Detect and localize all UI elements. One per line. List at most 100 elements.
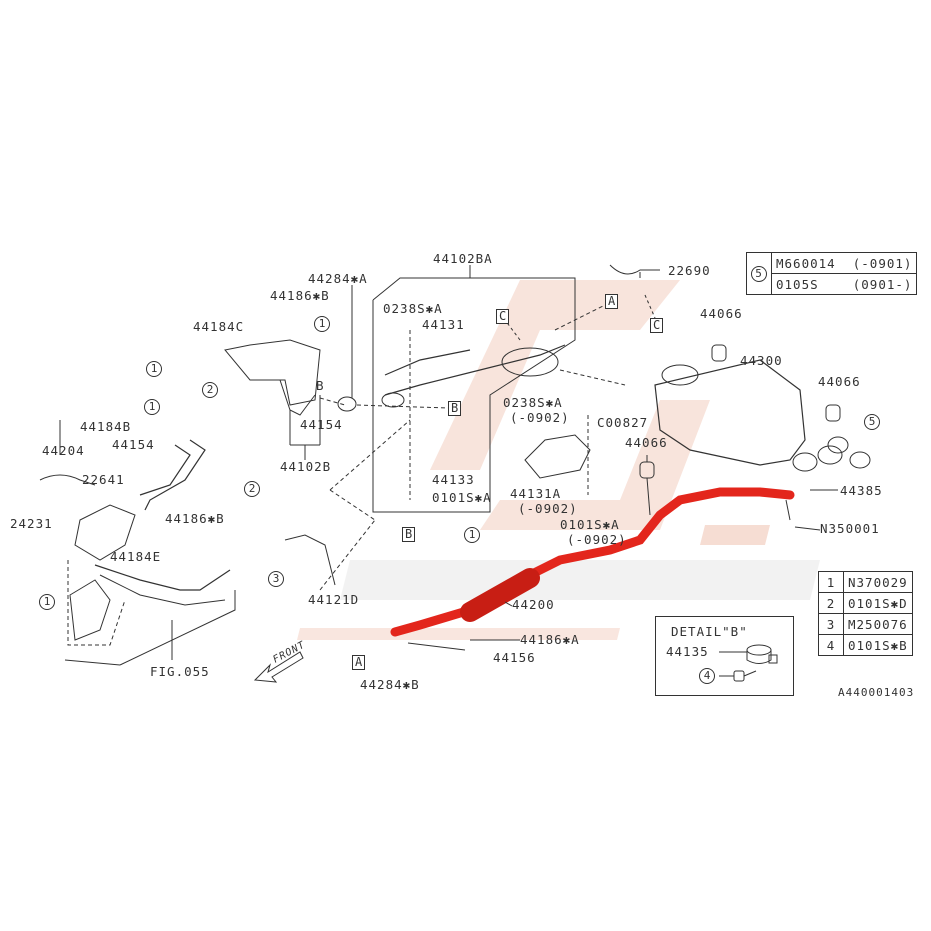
sensor-22690-wire — [609, 264, 660, 275]
label-44066: 44066 — [818, 374, 861, 389]
ref-box-C: C — [650, 318, 664, 333]
label-24231: 24231 — [10, 516, 53, 531]
label-44186B: 44186✱B — [270, 288, 330, 303]
ref-circle-5: 5 — [751, 266, 767, 282]
legend-part: 0105S (0901-) — [770, 273, 918, 295]
label-0238SA: 0238S✱A — [383, 301, 443, 316]
exhaust-manifold — [74, 504, 136, 561]
label-44184B: 44184B — [80, 419, 132, 434]
hanger-44066 — [825, 404, 841, 422]
legend-part: M660014 (-0901) — [770, 252, 918, 274]
ref-box-B: B — [448, 401, 462, 416]
label-44102BA: 44102BA — [433, 251, 493, 266]
legend-ref: 5 — [746, 252, 772, 295]
muffler-44300 — [654, 359, 806, 466]
front-pipe-44102BA — [384, 344, 566, 396]
gasket-44284A — [337, 396, 357, 412]
sensor-22641-wire — [39, 474, 96, 486]
label-N350001: N350001 — [820, 521, 880, 536]
hanger-44066 — [711, 344, 727, 362]
detail-title: DETAIL"B" — [671, 624, 748, 639]
label-range: (-0902) — [510, 410, 570, 425]
label-44066: 44066 — [700, 306, 743, 321]
heat-shield-44131A — [524, 434, 591, 479]
ref-box-A: A — [605, 294, 619, 309]
legend-part-number: M660014 — [776, 255, 836, 271]
label-B-side: B — [316, 378, 325, 393]
label-44121D: 44121D — [308, 592, 360, 607]
label-44204: 44204 — [42, 443, 85, 458]
ref-circle-3: 3 — [268, 571, 284, 587]
label-22641: 22641 — [82, 472, 125, 487]
ref-circle-1: 1 — [39, 594, 55, 610]
label-44184C: 44184C — [193, 319, 245, 334]
legend-range: (0901-) — [852, 276, 913, 292]
ref-circle-2: 2 — [202, 382, 218, 398]
ref-circle-2: 2 — [244, 481, 260, 497]
ref-box-C: C — [496, 309, 510, 324]
label-44131A: 44131A — [510, 486, 562, 501]
turbo-manifold — [224, 339, 321, 406]
legend-ref: 4 — [818, 634, 844, 656]
catalytic-converter — [501, 347, 559, 377]
clamp-icon — [746, 644, 772, 656]
heat-shield-lower — [69, 579, 111, 641]
legend-ref: 2 — [818, 592, 844, 614]
ref-circle-5: 5 — [864, 414, 880, 430]
label-44200: 44200 — [512, 597, 555, 612]
label-C00827: C00827 — [597, 415, 649, 430]
center-pipe-44200 — [390, 487, 795, 637]
ref-circle-4: 4 — [699, 668, 715, 684]
detail-part-44135: 44135 — [666, 644, 709, 659]
ref-circle-1: 1 — [314, 316, 330, 332]
hanger-44066 — [639, 461, 655, 479]
front-arrow — [253, 651, 304, 683]
legend-ref: 3 — [818, 613, 844, 635]
label-0101SA: 0101S✱A — [432, 490, 492, 505]
legend-row: 5 M660014 (-0901) — [746, 252, 918, 295]
label-44284A: 44284✱A — [308, 271, 368, 286]
legend-part: N370029 — [843, 571, 913, 593]
label-22690: 22690 — [668, 263, 711, 278]
label-0101SA: 0101S✱A — [560, 517, 620, 532]
label-44184E: 44184E — [110, 549, 162, 564]
resonator — [460, 568, 540, 622]
label-range: (-0902) — [518, 501, 578, 516]
assembly-frame-44102BA — [372, 277, 576, 513]
ref-circle-1: 1 — [144, 399, 160, 415]
label-0238SA: 0238S✱A — [503, 395, 563, 410]
label-44102B: 44102B — [280, 459, 332, 474]
label-44186B: 44186✱B — [165, 511, 225, 526]
label-44066: 44066 — [625, 435, 668, 450]
legend-range: (-0901) — [852, 255, 913, 271]
label-44300: 44300 — [740, 353, 783, 368]
bracket-44121D — [284, 534, 336, 586]
legend-part: 0101S✱B — [843, 634, 913, 656]
legend-part: 0101S✱D — [843, 592, 913, 614]
detail-b-panel: DETAIL"B" 44135 4 — [655, 616, 794, 696]
drawing-number: A440001403 — [838, 686, 915, 699]
legend-table-5: 5 M660014 (-0901) 0105S (0901-) — [746, 252, 918, 295]
legend-row: 0105S (0901-) — [747, 273, 918, 295]
label-44186A: 44186✱A — [520, 632, 580, 647]
label-fig055[interactable]: FIG.055 — [150, 664, 210, 679]
legend-part: M250076 — [843, 613, 913, 635]
label-44154: 44154 — [112, 437, 155, 452]
label-44133: 44133 — [432, 472, 475, 487]
label-44131: 44131 — [422, 317, 465, 332]
label-44156: 44156 — [493, 650, 536, 665]
ref-box-B: B — [402, 527, 416, 542]
bolt-icon — [733, 670, 745, 682]
ref-box-A: A — [352, 655, 366, 670]
label-44154: 44154 — [300, 417, 343, 432]
clamp-drawing — [719, 644, 778, 682]
label-range: (-0902) — [567, 532, 627, 547]
label-44385: 44385 — [840, 483, 883, 498]
